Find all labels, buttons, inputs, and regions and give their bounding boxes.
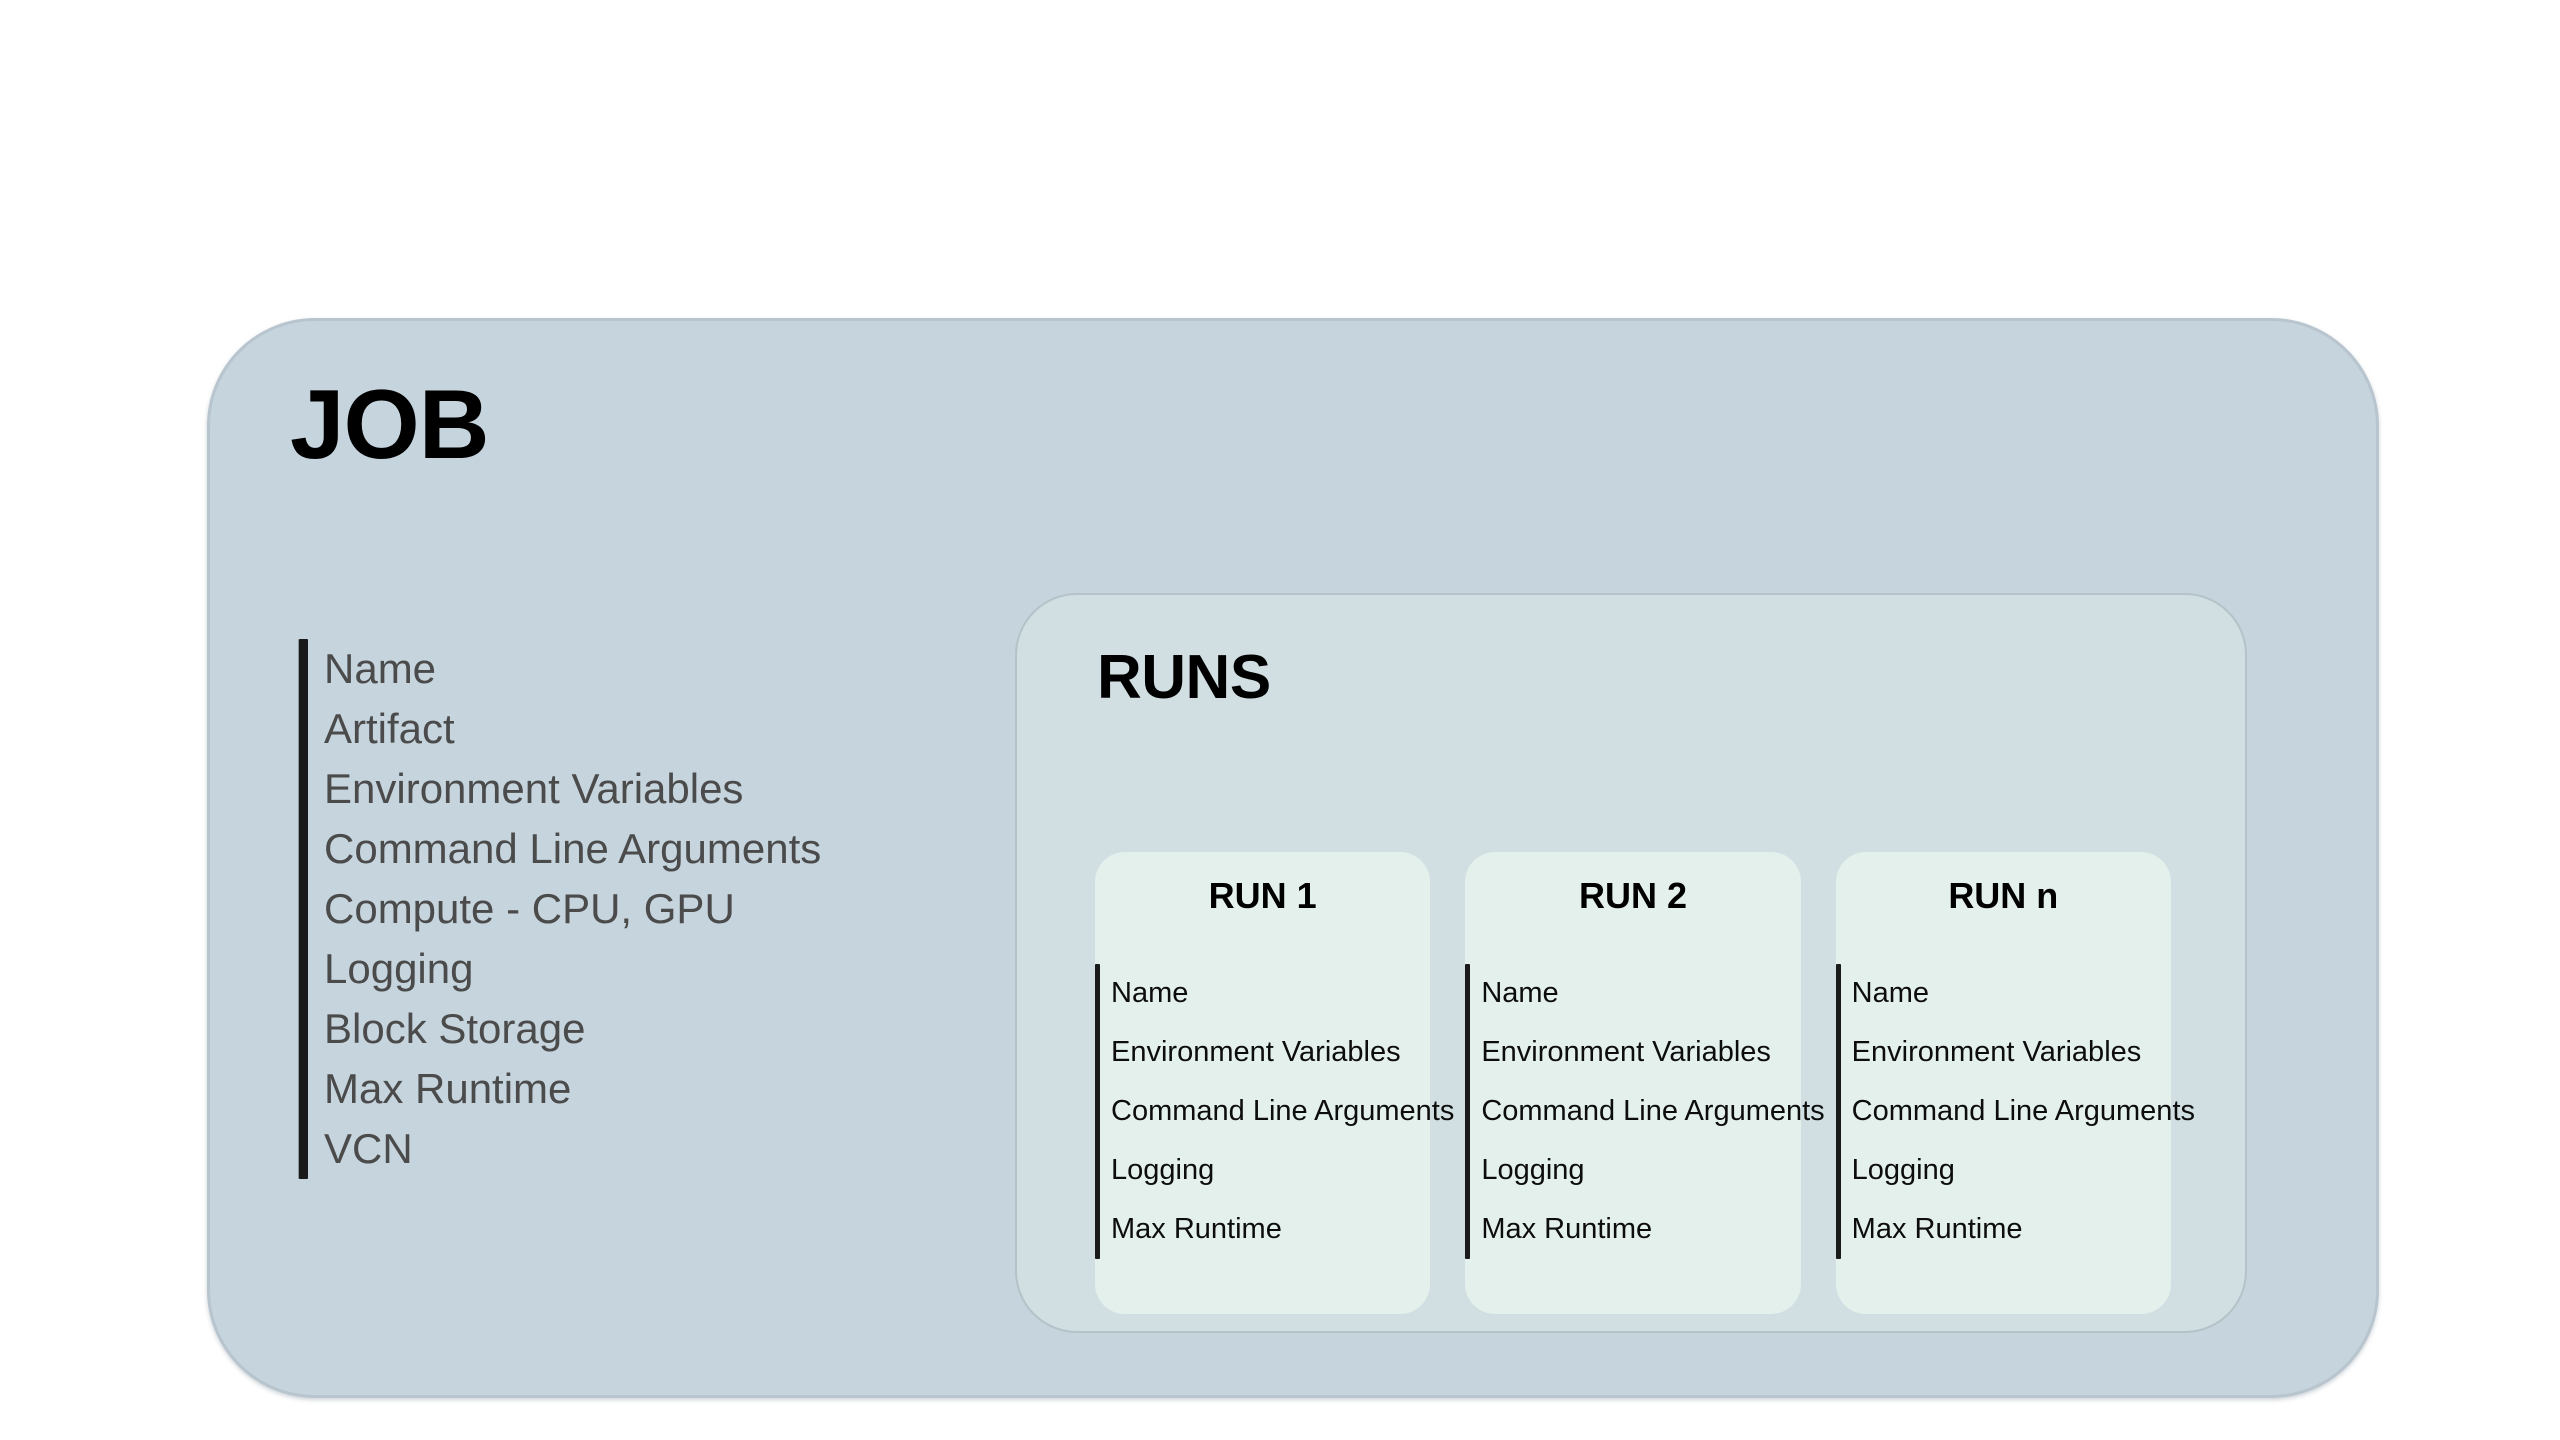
run-card-group: RUN 1 Name Environment Variables Command… xyxy=(1095,852,2195,1314)
list-item: Block Storage xyxy=(324,1005,586,1052)
job-attribute-list: Name Artifact Environment Variables Comm… xyxy=(299,639,821,1179)
run-card-title: RUN n xyxy=(1948,875,2059,916)
list-item: Command Line Arguments xyxy=(1111,1095,1455,1127)
vertical-bar-icon xyxy=(1465,964,1471,1259)
list-item: Compute - CPU, GPU xyxy=(324,885,735,932)
list-item: Name xyxy=(1111,977,1189,1009)
runs-title: RUNS xyxy=(1097,643,1271,712)
list-item: Max Runtime xyxy=(1851,1213,2023,1245)
job-title: JOB xyxy=(290,369,490,479)
job-container: JOB Name Artifact Environment Variables … xyxy=(207,318,2379,1398)
run-card-title: RUN 2 xyxy=(1578,875,1687,916)
list-item: Command Line Arguments xyxy=(324,825,822,872)
job-attribute-items: Name Artifact Environment Variables Comm… xyxy=(308,639,821,1179)
list-item: Name xyxy=(1851,977,1930,1009)
vertical-bar-icon xyxy=(1835,964,1841,1259)
vertical-bar-icon xyxy=(299,639,308,1179)
runs-container: RUNS RUN 1 Name Environment Variables Co… xyxy=(1015,593,2247,1333)
list-item: Artifact xyxy=(324,705,455,752)
list-item: Environment Variables xyxy=(1851,1036,2142,1068)
list-item: Command Line Arguments xyxy=(1851,1095,2195,1127)
list-item: Environment Variables xyxy=(1111,1036,1401,1068)
list-item: Environment Variables xyxy=(324,765,744,812)
run-attribute-list: Name Environment Variables Command Line … xyxy=(1465,964,1825,1259)
list-item: Name xyxy=(1481,977,1559,1009)
run-card-title: RUN 1 xyxy=(1208,875,1317,916)
list-item: Name xyxy=(324,645,437,692)
run-card: RUN 2 Name Environment Variables Command… xyxy=(1465,852,1825,1314)
run-attribute-items: Name Environment Variables Command Line … xyxy=(1841,964,2195,1259)
list-item: Logging xyxy=(1481,1154,1585,1186)
list-item: Logging xyxy=(1851,1154,1955,1186)
list-item: Max Runtime xyxy=(1481,1213,1653,1245)
list-item: Max Runtime xyxy=(324,1065,572,1112)
run-attribute-items: Name Environment Variables Command Line … xyxy=(1470,964,1824,1259)
list-item: Command Line Arguments xyxy=(1481,1095,1825,1127)
list-item: Logging xyxy=(324,945,474,992)
list-item: Environment Variables xyxy=(1481,1036,1771,1068)
list-item: VCN xyxy=(324,1125,413,1172)
run-card: RUN 1 Name Environment Variables Command… xyxy=(1095,852,1454,1314)
run-attribute-list: Name Environment Variables Command Line … xyxy=(1835,964,2195,1259)
list-item: Max Runtime xyxy=(1111,1213,1282,1245)
run-card: RUN n Name Environment Variables Command… xyxy=(1835,852,2195,1314)
list-item: Logging xyxy=(1111,1154,1215,1186)
run-attribute-list: Name Environment Variables Command Line … xyxy=(1095,964,1454,1259)
vertical-bar-icon xyxy=(1095,964,1100,1259)
run-attribute-items: Name Environment Variables Command Line … xyxy=(1100,964,1454,1259)
